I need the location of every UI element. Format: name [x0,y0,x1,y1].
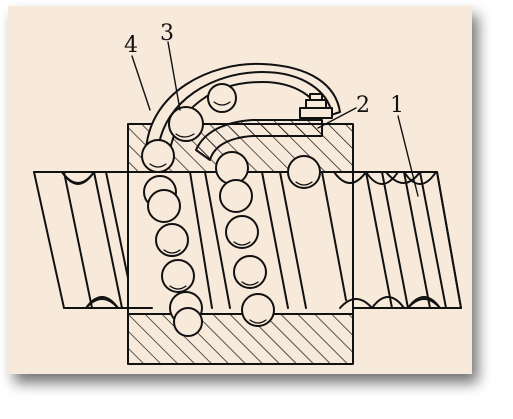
label-4: 4 [124,33,138,58]
ball [173,307,203,337]
screw-thread-lines [63,171,447,309]
leader-lines [131,41,419,197]
tube-fixing-screw [299,93,333,119]
nut-bore-lines [127,171,354,315]
ball [155,223,189,257]
screw-shaft-edges [33,171,462,309]
ball [225,215,259,249]
label-1: 1 [390,93,404,118]
ball [168,106,204,142]
leader-1 [397,115,419,197]
ball [287,155,321,189]
leader-4 [131,55,151,111]
ball [219,179,253,213]
thread-grooves [61,171,441,309]
leader-2 [317,107,357,129]
ball [161,259,195,293]
deflector-block [195,119,323,161]
ball-highlights [149,101,313,324]
ball [215,151,249,185]
nut-lower-section [127,313,354,365]
label-2: 2 [356,93,370,118]
ball [147,189,181,223]
ball [241,293,275,327]
ball [207,83,237,113]
ball [233,255,267,289]
leader-3 [167,41,181,111]
label-3: 3 [160,21,174,46]
balls [141,83,321,337]
